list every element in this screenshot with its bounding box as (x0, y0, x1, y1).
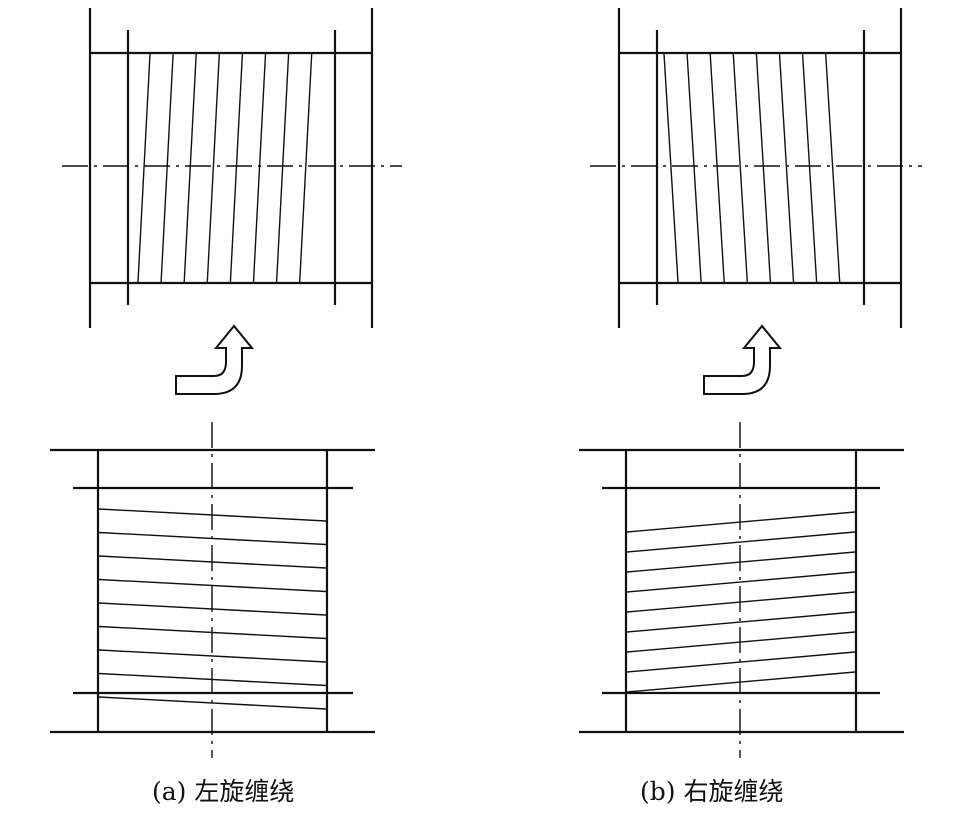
winding-lines (663, 53, 841, 283)
winding-line (686, 53, 702, 283)
panel-a-side-view (50, 422, 375, 758)
winding-line (626, 551, 856, 573)
winding-line (626, 671, 856, 693)
winding-line (98, 625, 327, 640)
winding-line (160, 53, 174, 283)
winding-line (626, 571, 856, 593)
winding-line (663, 53, 679, 283)
winding-lines (98, 508, 327, 710)
winding-line (98, 531, 327, 546)
winding-line (778, 53, 795, 283)
winding-line (98, 696, 327, 710)
winding-lines (626, 511, 856, 693)
panel-b-top-view (590, 8, 922, 328)
winding-line (825, 53, 841, 283)
winding-line (732, 53, 748, 283)
winding-lines (137, 53, 313, 283)
caption-b: (b) 右旋缠绕 (640, 777, 784, 806)
winding-line (98, 602, 327, 616)
winding-line (252, 53, 267, 283)
panel-b-side-view (579, 422, 904, 758)
winding-line (626, 531, 856, 553)
winding-line (626, 591, 856, 613)
winding-line (183, 53, 197, 283)
winding-line (626, 631, 856, 653)
winding-line (98, 672, 327, 687)
winding-line (626, 651, 856, 673)
winding-line (98, 578, 327, 593)
winding-line (755, 53, 772, 283)
winding-line (275, 53, 290, 283)
bent-arrow-icon (175, 324, 255, 395)
panel-a-top-view (62, 8, 402, 328)
bent-arrow-icon (703, 324, 783, 395)
winding-line (626, 511, 856, 533)
winding-line (137, 53, 151, 283)
winding-line (299, 53, 313, 283)
winding-line (626, 611, 856, 633)
winding-line (206, 53, 220, 283)
winding-line (801, 53, 818, 283)
winding-line (98, 555, 327, 569)
winding-line (98, 508, 327, 522)
winding-line (98, 649, 327, 663)
winding-line (229, 53, 244, 283)
winding-line (709, 53, 725, 283)
caption-a: (a) 左旋缠绕 (152, 777, 295, 806)
